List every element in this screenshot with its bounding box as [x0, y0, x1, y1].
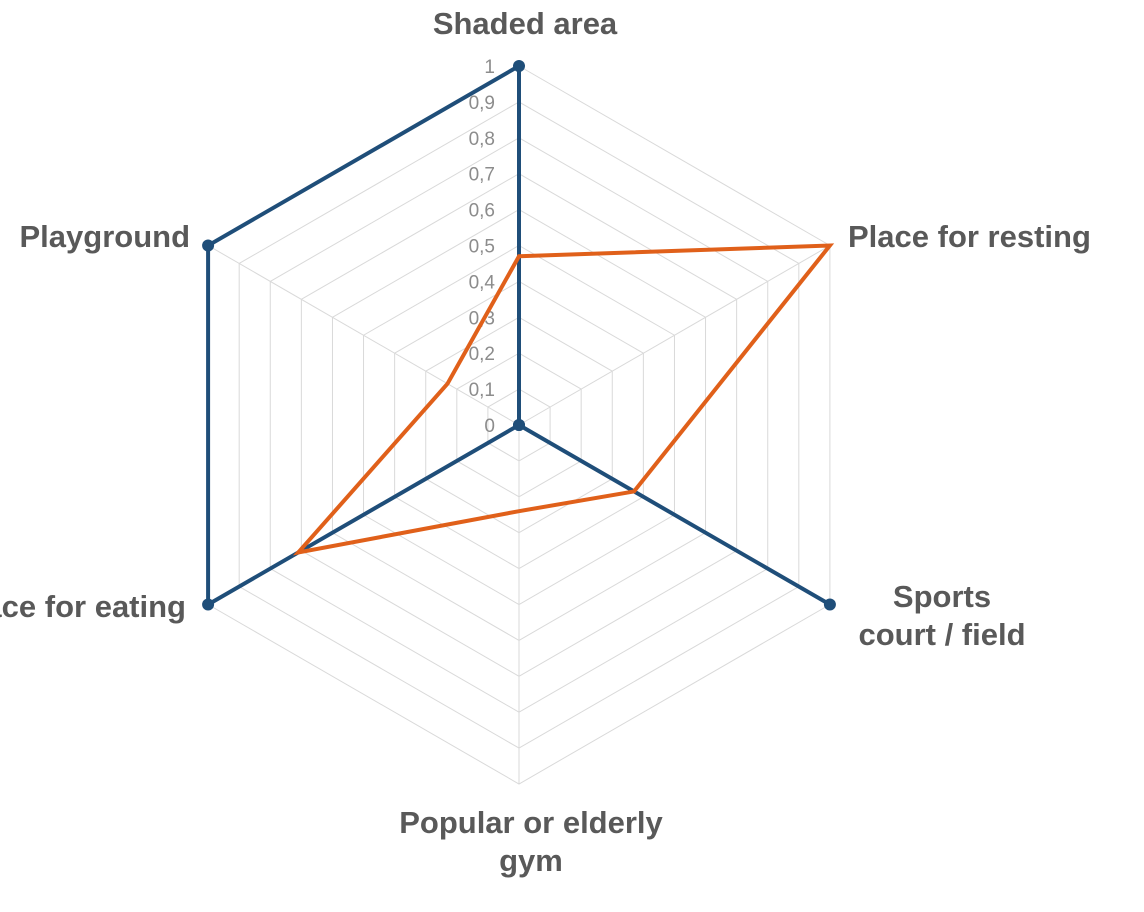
- category-label: Playground: [19, 219, 190, 254]
- grid-spoke: [207, 245, 520, 426]
- series-1-point: [513, 60, 525, 72]
- radial-tick-labels: 00,10,20,30,40,50,60,70,80,91: [469, 57, 496, 437]
- category-label: Shaded area: [433, 6, 618, 41]
- radial-tick-label: 0: [484, 416, 495, 437]
- series-1-point: [202, 598, 215, 611]
- grid-spoke: [518, 245, 831, 426]
- series-1-point: [202, 239, 215, 252]
- series-2-line: [292, 243, 835, 556]
- radial-tick-label: 1: [484, 57, 495, 78]
- category-label: Place for resting: [848, 219, 1091, 254]
- series-layer: [202, 60, 836, 611]
- radial-tick-label: 0,6: [469, 201, 495, 222]
- radial-tick-label: 0,9: [469, 93, 495, 114]
- radial-tick-label: 0,7: [469, 165, 495, 186]
- radial-tick-label: 0,2: [469, 344, 495, 365]
- radial-tick-label: 0,8: [469, 129, 495, 150]
- radial-tick-label: 0,4: [469, 272, 496, 293]
- category-label: Place for eating: [0, 589, 186, 624]
- series-1-point: [823, 598, 836, 611]
- radial-tick-label: 0,1: [469, 380, 495, 401]
- radial-tick-label: 0,5: [469, 237, 495, 258]
- series-1-point: [513, 419, 525, 431]
